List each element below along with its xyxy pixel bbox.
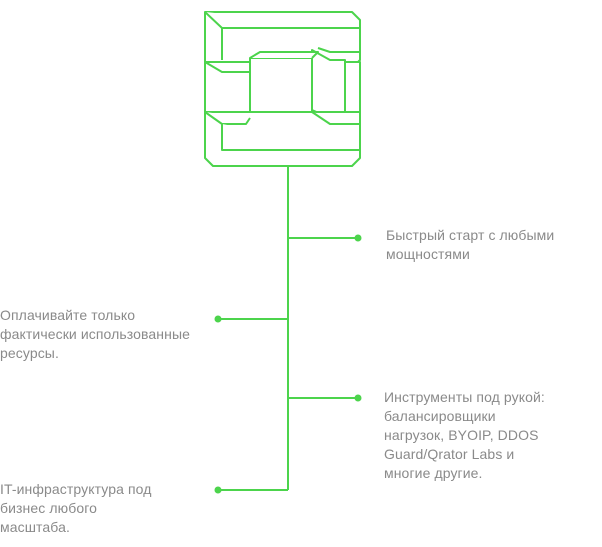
feature-line: Инструменты под рукой: (384, 389, 545, 405)
feature-line: мощностями (386, 246, 470, 262)
connector-dots (214, 234, 362, 494)
feature-line: Быстрый старт с любыми (386, 227, 555, 243)
feature-line: Guard/Qrator Labs и (384, 446, 515, 462)
feature-label-quick-start: Быстрый старт с любыми мощностями (386, 226, 554, 264)
feature-label-tools: Инструменты под рукой: балансировщики на… (384, 388, 545, 483)
feature-line: Оплачивайте только (0, 307, 136, 323)
dot-1 (354, 234, 362, 242)
feature-line: многие другие. (384, 465, 483, 481)
feature-line: бизнес любого (0, 500, 98, 516)
dot-3 (354, 394, 362, 402)
feature-label-it-infrastructure: IT-инфраструктура под бизнес любого масш… (0, 480, 152, 537)
cube-stack-logo-icon (204, 11, 361, 167)
feature-line: балансировщики (384, 408, 496, 424)
feature-line: масштаба. (0, 519, 70, 535)
dot-2 (214, 315, 222, 323)
feature-line: IT-инфраструктура под (0, 481, 152, 497)
feature-label-pay-as-you-go: Оплачивайте только фактически использова… (0, 306, 190, 363)
feature-line: нагрузок, BYOIP, DDOS (384, 427, 539, 443)
feature-line: фактически использованные (0, 326, 191, 342)
connector-lines (218, 166, 358, 491)
dot-4 (214, 486, 222, 494)
feature-line: ресурсы. (0, 345, 59, 361)
